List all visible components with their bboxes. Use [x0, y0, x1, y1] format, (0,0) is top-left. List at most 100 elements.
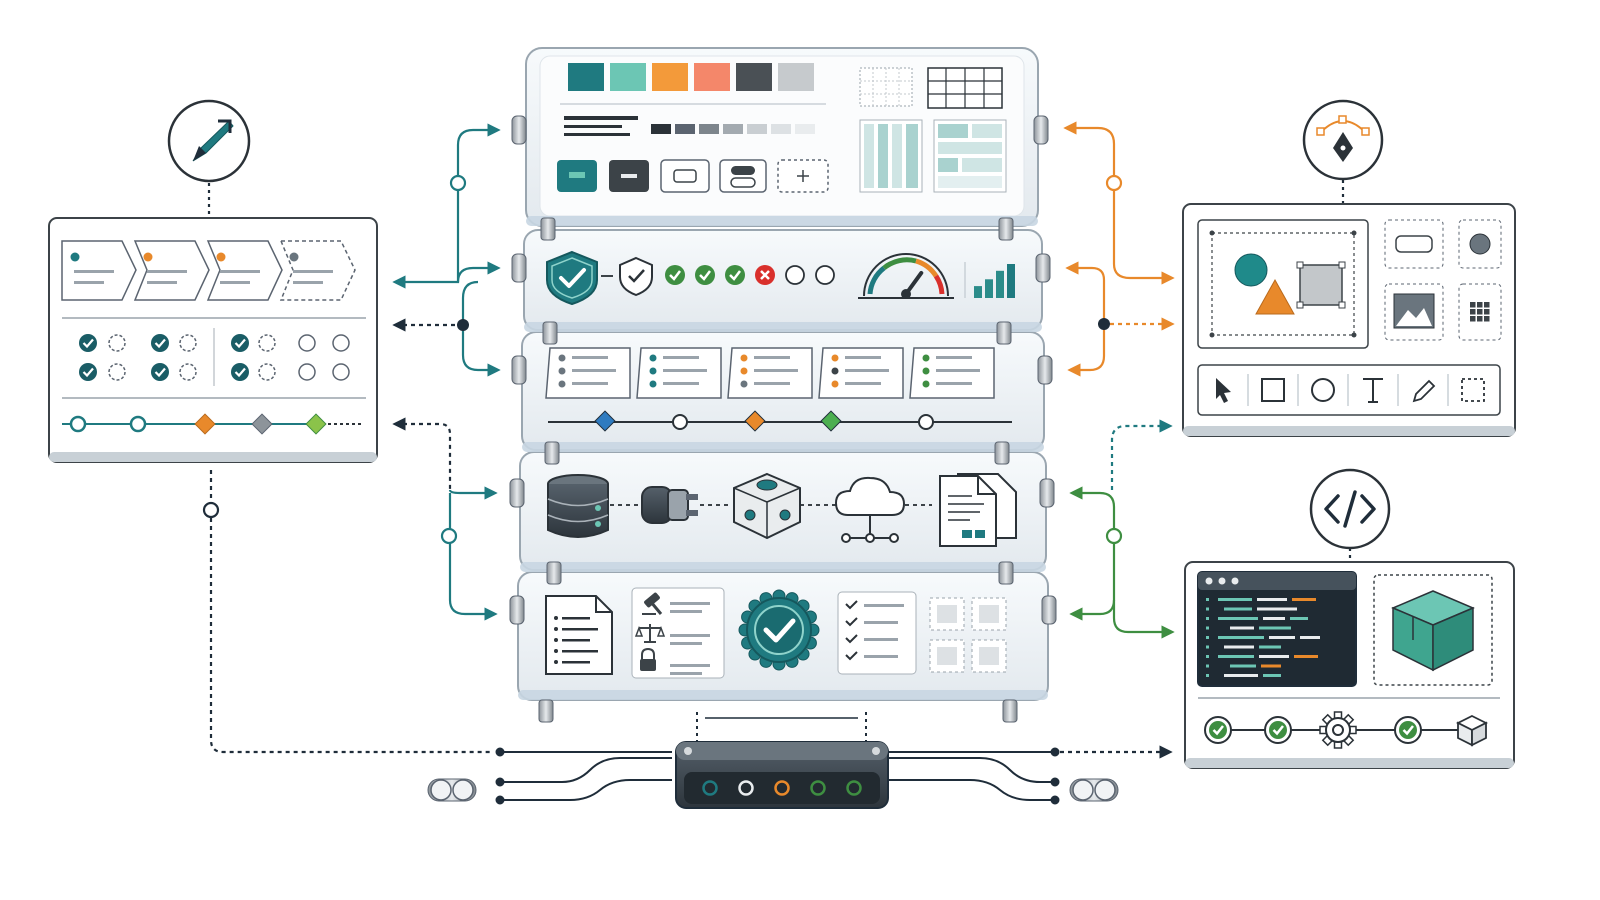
standoff-bolt	[511, 355, 527, 385]
check-icon	[845, 651, 858, 661]
check-icon	[845, 617, 858, 627]
pipeline-step-fill	[1269, 721, 1287, 739]
tool-text-button[interactable]	[1363, 378, 1383, 403]
placeholder-fill	[937, 605, 957, 623]
legal-line	[670, 642, 702, 645]
hub-indicator-led	[810, 780, 826, 796]
code-token	[1292, 598, 1316, 601]
code-gutter	[1206, 607, 1209, 611]
tool-pencil-button[interactable]	[1412, 379, 1436, 403]
standoff-leg	[998, 217, 1014, 241]
pipeline-step-fill	[1399, 721, 1417, 739]
milestone-blue	[594, 410, 616, 432]
list-card	[909, 347, 995, 399]
code-token	[1259, 626, 1291, 630]
process-step-line	[220, 281, 250, 284]
list-line	[572, 356, 608, 359]
grid-icon	[1470, 302, 1490, 322]
code-gutter	[1206, 645, 1209, 649]
standoff-bolt	[1041, 595, 1057, 625]
list-line	[754, 356, 790, 359]
milestone-green	[820, 410, 842, 432]
code-module-icon	[1309, 468, 1391, 550]
design-tokens	[557, 63, 1007, 193]
standoff-bolt	[1037, 355, 1053, 385]
hub-indicator-led	[846, 780, 862, 796]
tool-rectangle-button[interactable]	[1261, 378, 1285, 402]
list-bullet	[740, 354, 748, 362]
legal-line	[670, 602, 710, 605]
progress-node-2	[129, 415, 147, 433]
marquee-icon	[1461, 378, 1485, 402]
canvas-triangle-shape[interactable]	[1255, 278, 1295, 315]
standoff-bolt	[1039, 478, 1055, 508]
progress-node-orange	[194, 413, 216, 435]
list-line	[845, 356, 881, 359]
standoff-bolt	[509, 595, 525, 625]
connector-left-list-layer	[461, 325, 501, 377]
check-filled	[151, 334, 169, 352]
canvas-square-shape[interactable]	[1299, 264, 1343, 306]
shade-chip	[747, 124, 767, 134]
code-token	[1269, 636, 1295, 639]
tool-cursor-button[interactable]	[1216, 378, 1231, 403]
design-module-icon	[1302, 99, 1384, 181]
code-gutter	[1206, 626, 1209, 630]
list-bullet	[558, 354, 566, 362]
code-token	[1263, 674, 1281, 677]
list-line	[663, 369, 707, 372]
grid-layouts	[859, 67, 1007, 193]
process-step-dot	[216, 252, 226, 262]
workflow-row	[545, 347, 1012, 432]
process-step-line	[147, 281, 177, 284]
code-gutter	[1206, 636, 1209, 639]
governance-row	[545, 587, 1007, 679]
image-placeholder-icon	[1393, 293, 1435, 329]
milestone-end	[918, 414, 934, 430]
list-line	[845, 369, 889, 372]
code-token	[1263, 617, 1285, 620]
lock-icon	[640, 647, 656, 671]
code-token	[1218, 598, 1252, 601]
process-step-dot	[289, 252, 299, 262]
integration-row	[547, 472, 1017, 547]
check-filled	[151, 363, 169, 381]
list-bullet	[922, 380, 930, 388]
check-icon	[82, 367, 94, 378]
hub-device	[675, 741, 889, 809]
shade-chip	[771, 124, 791, 134]
code-token	[1257, 598, 1287, 601]
tool-marquee-button[interactable]	[1461, 378, 1485, 402]
placeholder-fill	[979, 605, 999, 623]
tool-ellipse-button[interactable]	[1311, 378, 1335, 402]
bottom-bus	[495, 712, 1060, 805]
database-icon	[547, 474, 609, 538]
grid-cell	[1477, 302, 1483, 308]
color-swatch	[778, 63, 814, 91]
shade-chip	[675, 124, 695, 134]
status-ok	[665, 265, 685, 285]
code-token	[1259, 645, 1281, 649]
bus-terminal-right	[1069, 778, 1119, 802]
doc-line	[562, 617, 590, 620]
list-card	[727, 347, 813, 399]
package-box-icon	[1391, 590, 1475, 672]
standoff-leg	[540, 217, 556, 241]
left-process-module	[48, 217, 378, 463]
standoff-bolt	[511, 253, 527, 283]
doc-bullet	[554, 616, 558, 620]
list-bullet	[558, 380, 566, 388]
standoff-leg	[538, 699, 554, 723]
checklist-line	[864, 655, 898, 658]
check-icon	[1272, 725, 1284, 736]
color-swatch	[694, 63, 730, 91]
shield-check-icon	[546, 250, 598, 306]
color-swatch	[568, 63, 604, 91]
standoff-leg	[998, 561, 1014, 585]
close-icon	[760, 270, 770, 280]
checklist-line	[864, 604, 904, 607]
canvas-circle-shape[interactable]	[1234, 253, 1268, 287]
code-token	[1257, 607, 1297, 611]
check-icon	[154, 338, 166, 349]
process-step-dot	[70, 252, 80, 262]
